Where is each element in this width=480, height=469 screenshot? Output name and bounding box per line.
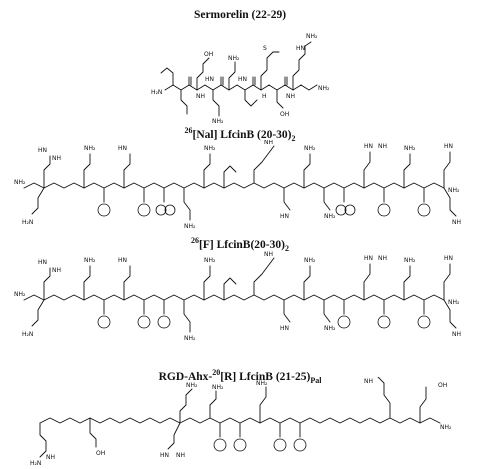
atom-label: NH [286,93,295,100]
atom-label: HN [38,259,47,266]
atom-label: HN [444,143,453,150]
atom-label: S [263,45,267,52]
atom-label: HN [280,325,289,332]
atom-label: NH₂ [448,187,460,194]
atom-label: NH₂ [184,223,196,230]
atom-label: NH₂ [14,179,26,186]
backbone-rgd-ahx [39,417,441,424]
atom-label: NH [378,143,387,150]
atom-label: OH [438,382,447,389]
structure-nal-lfcinb: HN NH₂ H₂N NH NH₂ HN NH₂ NH₂ NH HN NH₂ N… [14,140,461,230]
figure-title-nal-lfcinb: 26[Nal] LfcinB (20-30)2 [184,126,296,144]
atom-label: HN [205,76,214,83]
atom-label: NH [378,255,387,262]
atom-label: NH₂ [212,118,224,125]
atom-label: NH₂ [204,145,216,152]
atom-label: H₂N [22,219,33,226]
atom-label: H₂N [151,89,162,96]
atom-label: NH [52,155,61,162]
atom-label: NH₂ [14,291,26,298]
atom-label: NH₂ [84,145,96,152]
atom-label: NH₂ [324,325,336,332]
atom-label: NH [452,219,461,226]
atom-label: NH₂ [84,257,96,264]
atom-label: NH₂ [324,213,336,220]
atom-label: HN [38,147,47,154]
atom-label: NH₂ [448,299,460,306]
sidechains-nal-lfcinb [31,145,457,221]
atom-label: HN [364,255,373,262]
atom-label: NH₂ [256,380,268,387]
atom-label: NH [264,140,273,146]
labels-f-lfcinb: HN NH₂ H₂N NH NH₂ HN NH₂ NH₂ NH HN NH₂ N… [14,251,461,342]
sidechains-f-lfcinb [31,257,457,333]
atom-label: HN [118,145,127,152]
backbone-nal-lfcinb [23,182,445,189]
atom-label: NH [176,452,185,459]
atom-label: NH₂ [306,33,318,40]
structure-f-lfcinb: HN NH₂ H₂N NH NH₂ HN NH₂ NH₂ NH HN NH₂ N… [14,251,461,342]
atom-label: NH₂ [304,257,316,264]
atom-label: OH [280,111,289,118]
atom-label: H [262,93,267,100]
atom-label: NH₂ [304,145,316,152]
backbone-f-lfcinb [23,294,445,301]
atom-label: H₂N [22,331,33,338]
atom-label: NH₂ [184,335,196,342]
atom-label: HN [296,45,305,52]
atom-label: NH₂ [404,145,416,152]
atom-label: H₂N [30,460,41,467]
atom-label: NH₂ [204,257,216,264]
atom-label: HN [238,76,247,83]
atom-label: NH₂ [440,424,452,431]
atom-label: HN [118,257,127,264]
figure-title-sermorelin: Sermorelin (22-29) [193,9,287,21]
atom-label: OH [96,450,105,457]
atom-label: NH₂ [212,384,224,391]
atom-label: NH [52,267,61,274]
atom-label: HN [280,213,289,220]
labels-rgd-ahx: H₂N NH OH HN NH₂ NH NH₂ OH NH₂ NH NH₂ [30,378,452,467]
atom-label: NH [46,454,55,461]
atom-label: HN [444,255,453,262]
atom-label: NH₂ [318,85,330,92]
labels-sermorelin: H₂N NH HN NH₂ OH HN NH₂ NH₂ NH OH H NH₂ … [151,33,330,125]
atom-label: NH [364,378,373,385]
figure-title-f-lfcinb: 26[F] LfcinB(20-30)2 [191,236,289,254]
sidechains-rgd-ahx [39,377,427,458]
labels-nal-lfcinb: HN NH₂ H₂N NH NH₂ HN NH₂ NH₂ NH HN NH₂ N… [14,140,461,230]
atom-label: NH₂ [404,257,416,264]
structure-sermorelin: H₂N NH HN NH₂ OH HN NH₂ NH₂ NH OH H NH₂ … [151,33,330,125]
atom-label: HN [364,143,373,150]
atom-label: NH₂ [186,382,198,389]
atom-label: NH [452,331,461,338]
structure-rgd-ahx: H₂N NH OH HN NH₂ NH NH₂ OH NH₂ NH NH₂ [30,377,452,467]
sidechains-sermorelin [160,41,312,117]
atom-label: NH [196,93,205,100]
atom-label: OH [204,51,213,58]
atom-label: NH [264,251,273,258]
atom-label: HN [160,452,169,459]
atom-label: NH₂ [228,55,240,62]
backbone-sermorelin [164,76,318,91]
figure-title-rgd-ahx: RGD-Ahx-20[R] LfcinB (21-25)Pal [158,368,322,386]
